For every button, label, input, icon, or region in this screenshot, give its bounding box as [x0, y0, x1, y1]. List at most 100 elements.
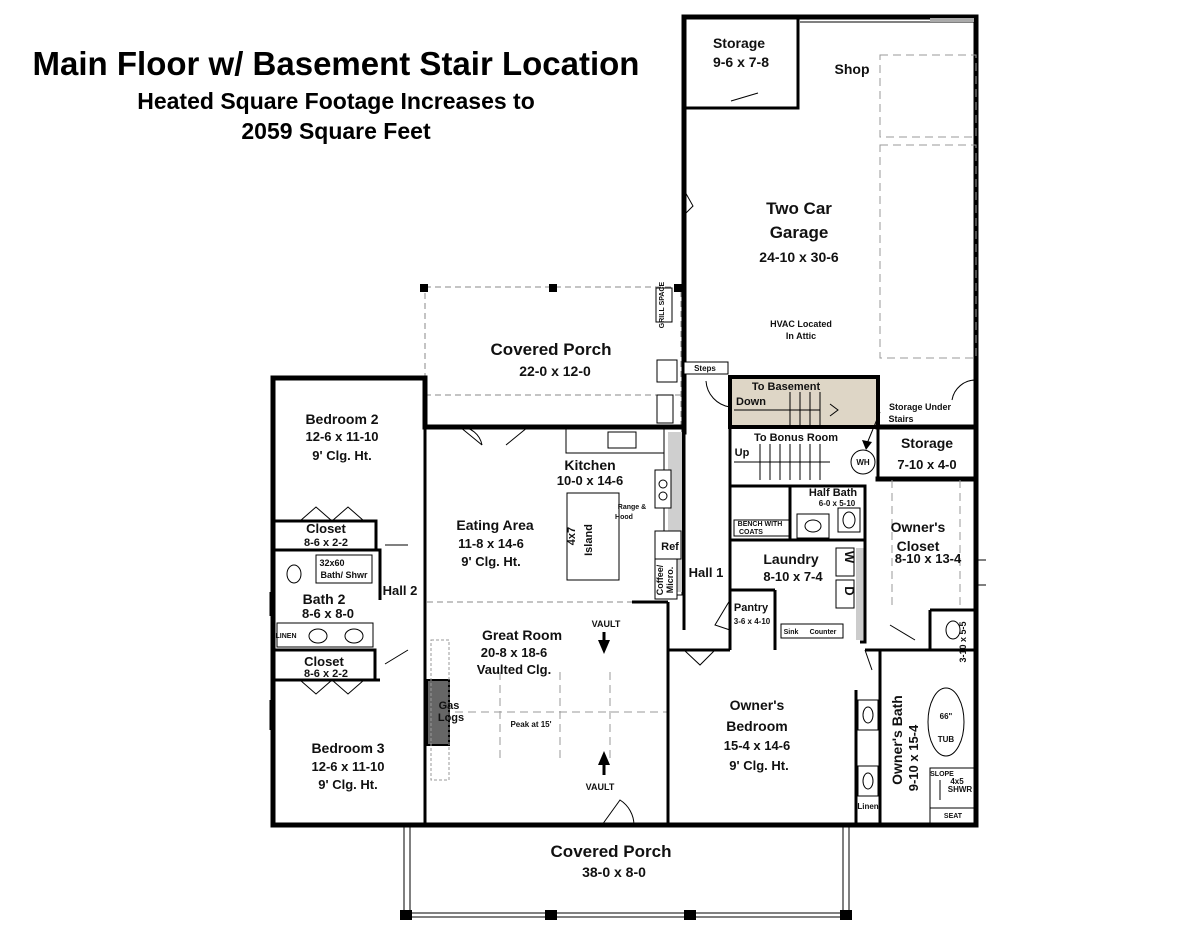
water-heater-label: WH	[856, 458, 870, 467]
owners-bedroom-ceiling: 9' Clg. Ht.	[729, 758, 788, 773]
shower-32x60-label: 32x60 Bath/ Shwr	[319, 558, 368, 580]
shower-type: Bath/ Shwr	[320, 570, 368, 580]
room-label-owners-closet: Owner's Closet 8-10 x 13-4	[891, 519, 962, 566]
refrigerator-label: Ref	[661, 541, 679, 553]
closet1-name: Closet	[306, 521, 346, 536]
laundry-name: Laundry	[763, 551, 818, 567]
laundry-counter-label: Counter	[810, 629, 837, 636]
gas-logs-line2: Logs	[438, 712, 464, 724]
storage-under-stairs-line1: Storage Under	[889, 402, 952, 412]
room-label-bedroom3: Bedroom 3 12-6 x 11-10 9' Clg. Ht.	[311, 740, 384, 792]
vault-label-top: VAULT	[592, 619, 621, 629]
closet1-dims: 8-6 x 2-2	[304, 537, 348, 549]
owners-bath-name: Owner's Bath	[889, 695, 905, 785]
bench-label-line1: BENCH WITH	[738, 521, 783, 528]
room-label-pantry: Pantry 3-6 x 4-10	[734, 602, 771, 626]
range-label-line1: Range &	[618, 504, 646, 511]
plan-subtitle-line1: Heated Square Footage Increases to	[137, 88, 535, 114]
storage-under-stairs-line2: Stairs	[888, 414, 913, 424]
garage-line2: Garage	[770, 223, 829, 242]
title-block: Main Floor w/ Basement Stair Location He…	[0, 42, 672, 146]
rear-porch-name: Covered Porch	[491, 340, 612, 359]
eating-name: Eating Area	[456, 517, 533, 533]
hvac-note-line1: HVAC Located	[770, 319, 832, 329]
closet2-dims: 8-6 x 2-2	[304, 668, 348, 680]
room-label-half-bath: Half Bath 6-0 x 5-10	[809, 487, 858, 508]
garage-dims: 24-10 x 30-6	[759, 249, 839, 265]
half-bath-name: Half Bath	[809, 487, 858, 499]
vault-label-bottom: VAULT	[586, 782, 615, 792]
bedroom2-name: Bedroom 2	[305, 411, 378, 427]
eating-dims: 11-8 x 14-6	[458, 536, 524, 551]
bedroom3-dims: 12-6 x 11-10	[311, 759, 384, 774]
storage-top-dims: 9-6 x 7-8	[713, 54, 769, 70]
room-label-laundry: Laundry 8-10 x 7-4 W D Sink Counter	[763, 551, 857, 636]
room-label-storage-top: Storage 9-6 x 7-8	[713, 35, 769, 70]
small-closet-dims: 3-10 x 5-5	[958, 621, 968, 662]
hall2-label: Hall 2	[383, 583, 418, 598]
room-label-bath2: Bath 2 8-6 x 8-0 LINEN	[276, 591, 355, 640]
room-label-owners-bath: Owner's Bath 9-10 x 15-4 66" TUB 4x5 SHW…	[857, 695, 972, 820]
central-interiors	[426, 426, 683, 826]
front-porch-name: Covered Porch	[551, 842, 672, 861]
peak-label: Peak at 15'	[510, 720, 551, 729]
storage-small-name: Storage	[901, 435, 953, 451]
room-label-great-room: Great Room 20-8 x 18-6 Vaulted Clg. VAUL…	[438, 619, 621, 792]
storage-top-name: Storage	[713, 35, 765, 51]
east-interiors	[666, 432, 986, 825]
great-room-ceiling: Vaulted Clg.	[477, 662, 551, 677]
bath2-linen-label: LINEN	[276, 633, 297, 640]
dryer-label: D	[842, 586, 857, 595]
room-label-front-porch: Covered Porch 38-0 x 8-0	[551, 842, 672, 880]
room-label-garage: Two Car Garage 24-10 x 30-6 HVAC Located…	[759, 199, 839, 341]
plan-title: Main Floor w/ Basement Stair Location	[32, 45, 640, 82]
bedroom3-name: Bedroom 3	[311, 740, 384, 756]
island-size-label: 4x7	[566, 527, 578, 545]
shower-slope-label: SLOPE	[930, 771, 954, 778]
room-label-owners-bedroom: Owner's Bedroom 15-4 x 14-6 9' Clg. Ht.	[724, 697, 791, 773]
room-label-storage-small: Storage 7-10 x 4-0	[897, 435, 956, 472]
owners-bedroom-dims: 15-4 x 14-6	[724, 738, 791, 753]
front-porch-dims: 38-0 x 8-0	[582, 864, 646, 880]
room-label-rear-porch: Covered Porch 22-0 x 12-0 GRILL SPACE	[491, 281, 666, 379]
bedroom3-ceiling: 9' Clg. Ht.	[318, 777, 377, 792]
bonus-room-label: To Bonus Room	[754, 432, 838, 444]
coffee-label-line1: Coffee/	[655, 564, 665, 595]
stairs-up-label: Up	[735, 447, 750, 459]
tub-size: 66"	[940, 712, 953, 721]
left-wing-interiors	[269, 377, 427, 826]
laundry-dims: 8-10 x 7-4	[763, 569, 823, 584]
plan-subtitle-line2: 2059 Square Feet	[241, 118, 431, 144]
owners-closet-name2: Closet	[897, 538, 940, 554]
hall1-label: Hall 1	[689, 565, 724, 580]
bench-label: BENCH WITH COATS	[738, 521, 783, 536]
basement-line2: Down	[736, 396, 766, 408]
pantry-name: Pantry	[734, 602, 769, 614]
kitchen-name: Kitchen	[564, 457, 615, 473]
hvac-note-line2: In Attic	[786, 331, 816, 341]
shop-label: Shop	[835, 61, 870, 77]
grill-space-label: GRILL SPACE	[659, 281, 666, 328]
bath2-dims: 8-6 x 8-0	[302, 606, 354, 621]
tub-label: TUB	[938, 735, 955, 744]
gas-logs-line1: Gas	[439, 700, 460, 712]
room-label-closet2: Closet 8-6 x 2-2	[304, 654, 348, 680]
great-room-dims: 20-8 x 18-6	[481, 645, 548, 660]
kitchen-dims: 10-0 x 14-6	[557, 473, 624, 488]
owners-bath-dims: 9-10 x 15-4	[906, 724, 921, 791]
room-label-eating: Eating Area 11-8 x 14-6 9' Clg. Ht.	[456, 517, 533, 569]
garage-walls	[681, 14, 979, 435]
island-label: Island	[583, 524, 595, 556]
steps-label: Steps	[694, 364, 716, 373]
front-porch	[400, 825, 852, 920]
room-label-bedroom2: Bedroom 2 12-6 x 11-10 9' Clg. Ht.	[305, 411, 378, 463]
basement-line1: To Basement	[752, 381, 821, 393]
shower-4x5-size: 4x5	[950, 777, 964, 786]
garage-line1: Two Car	[766, 199, 832, 218]
bedroom2-ceiling: 9' Clg. Ht.	[312, 448, 371, 463]
shower-size: 32x60	[319, 558, 344, 568]
owners-bath-linen-label: Linen	[857, 802, 878, 811]
storage-small-dims: 7-10 x 4-0	[897, 457, 956, 472]
closet2-name: Closet	[304, 654, 344, 669]
